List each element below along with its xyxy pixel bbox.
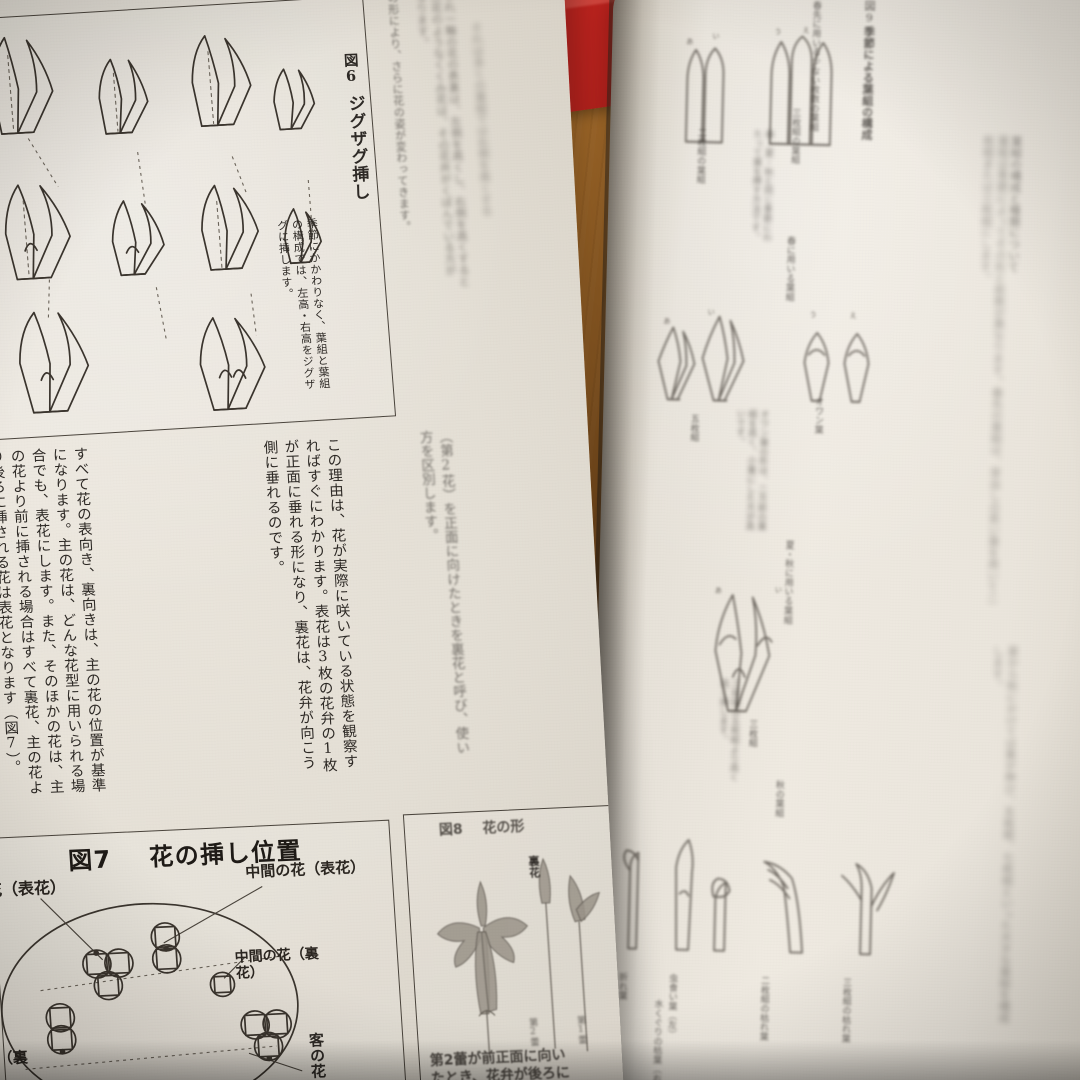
figure7-label-3: 客の花（裏花） — [0, 1048, 29, 1070]
section-4-item-label-1: 虫食い葉（左） — [665, 973, 678, 1040]
book-left-page: 季節にかかわりなく、葉組と葉組の構成では、左高・右高をジグザグに挿します。 図6… — [0, 0, 626, 1080]
svg-text:い: い — [712, 32, 719, 40]
section-3-leaf-diagram: あ い — [714, 586, 782, 713]
figure7-box: 図7 花の挿し位置 — [0, 819, 409, 1080]
svg-text:い: い — [775, 586, 782, 594]
figure8-label-0: 裏花 — [526, 855, 542, 879]
figure6-box: 季節にかかわりなく、葉組と葉組の構成では、左高・右高をジグザグに挿します。 — [0, 0, 397, 441]
svg-text:う: う — [774, 28, 781, 36]
svg-text:え: え — [803, 26, 810, 34]
section-1-caption: 春・夏・秋と同じ季節にわたって葉を挿す方法です。 — [749, 129, 774, 243]
section-2-leaf-diagram: あ い う え — [657, 308, 870, 403]
figure8-number: 図8 — [438, 821, 464, 839]
section-4-heading: 秋の葉組 — [773, 779, 784, 818]
svg-text:い: い — [708, 308, 715, 316]
left-top-column-3: それは多くの葉組では右側を高くする — [469, 22, 494, 217]
figure8-heading: 図8 花の形 — [438, 816, 525, 840]
svg-text:え: え — [850, 312, 857, 320]
figure6-number: 図6 — [341, 52, 361, 86]
section-3-item-label-0: 三枚組 — [746, 719, 758, 748]
section-2-item-label-1: オワン葉 — [812, 396, 824, 435]
book-right-page: 図9 季節による葉組の構成 春先に用いる少ない枚数の葉組 あ い う え 二枚組… — [586, 0, 1080, 1080]
figure7-ellipse-diagram — [1, 886, 303, 1080]
section-3-caption: 三枚組は五枚組より高く高く挿します。 — [716, 678, 741, 783]
svg-text:あ: あ — [686, 38, 693, 46]
figure8-box: 図8 花の形 — [402, 804, 626, 1080]
section-1-item-label-0: 二枚組の葉組 — [694, 127, 706, 185]
section-2-caption: オワン葉の形は、二方前の葉組を高く、小葉にした方が高いです。 — [734, 408, 769, 532]
figure8-caption: 第2蕾が前正面に向いたとき、花弁が後ろに垂れているのが表花です。 — [429, 1047, 571, 1080]
section-1-item-label-1: 三枚組の葉組 — [789, 108, 801, 165]
section-4-item-label-2: 水くぐりの枯葉（右） — [650, 999, 663, 1080]
right-side-column-2: 夏から秋にかけては葉が伸び、五枚組、七枚組といった大きな葉組を構成します。 — [990, 645, 1020, 1024]
figure7-label-2: 中間の花（裏花） — [234, 946, 320, 982]
figure8-iris-diagram — [436, 857, 600, 1058]
figure6-leaf-diagram — [0, 35, 322, 414]
section-2-item-label-0: 五枚組 — [688, 413, 699, 443]
left-top-column-0: の花の形により、さらに花の姿が変わってきます。 — [384, 0, 412, 233]
section-4-item-label-3: 二枚組の枯れ葉 — [757, 975, 770, 1042]
section-4-leaf-diagram — [623, 839, 895, 956]
body-column-2: すべて花の表向き、裏向きは、主の花の位置が基準になります。主の花は、どんな花型に… — [0, 446, 106, 796]
body-column-1: この理由は、花が実際に咲いている状態を観察すればすぐにわかります。表花は3枚の花… — [261, 437, 359, 773]
section-4-item-label-4: 三枚組の枯れ葉 — [839, 977, 852, 1044]
figure8-title: 花の形 — [481, 818, 525, 837]
section-1-leaf-diagram: あ い う え — [685, 26, 833, 146]
svg-text:あ: あ — [663, 317, 670, 325]
body-column-0: （第2花）を正面に向けたときを裏花と呼び、使い方を区別します。 — [416, 429, 470, 755]
svg-text:あ: あ — [715, 586, 722, 594]
svg-text:う: う — [810, 311, 817, 319]
